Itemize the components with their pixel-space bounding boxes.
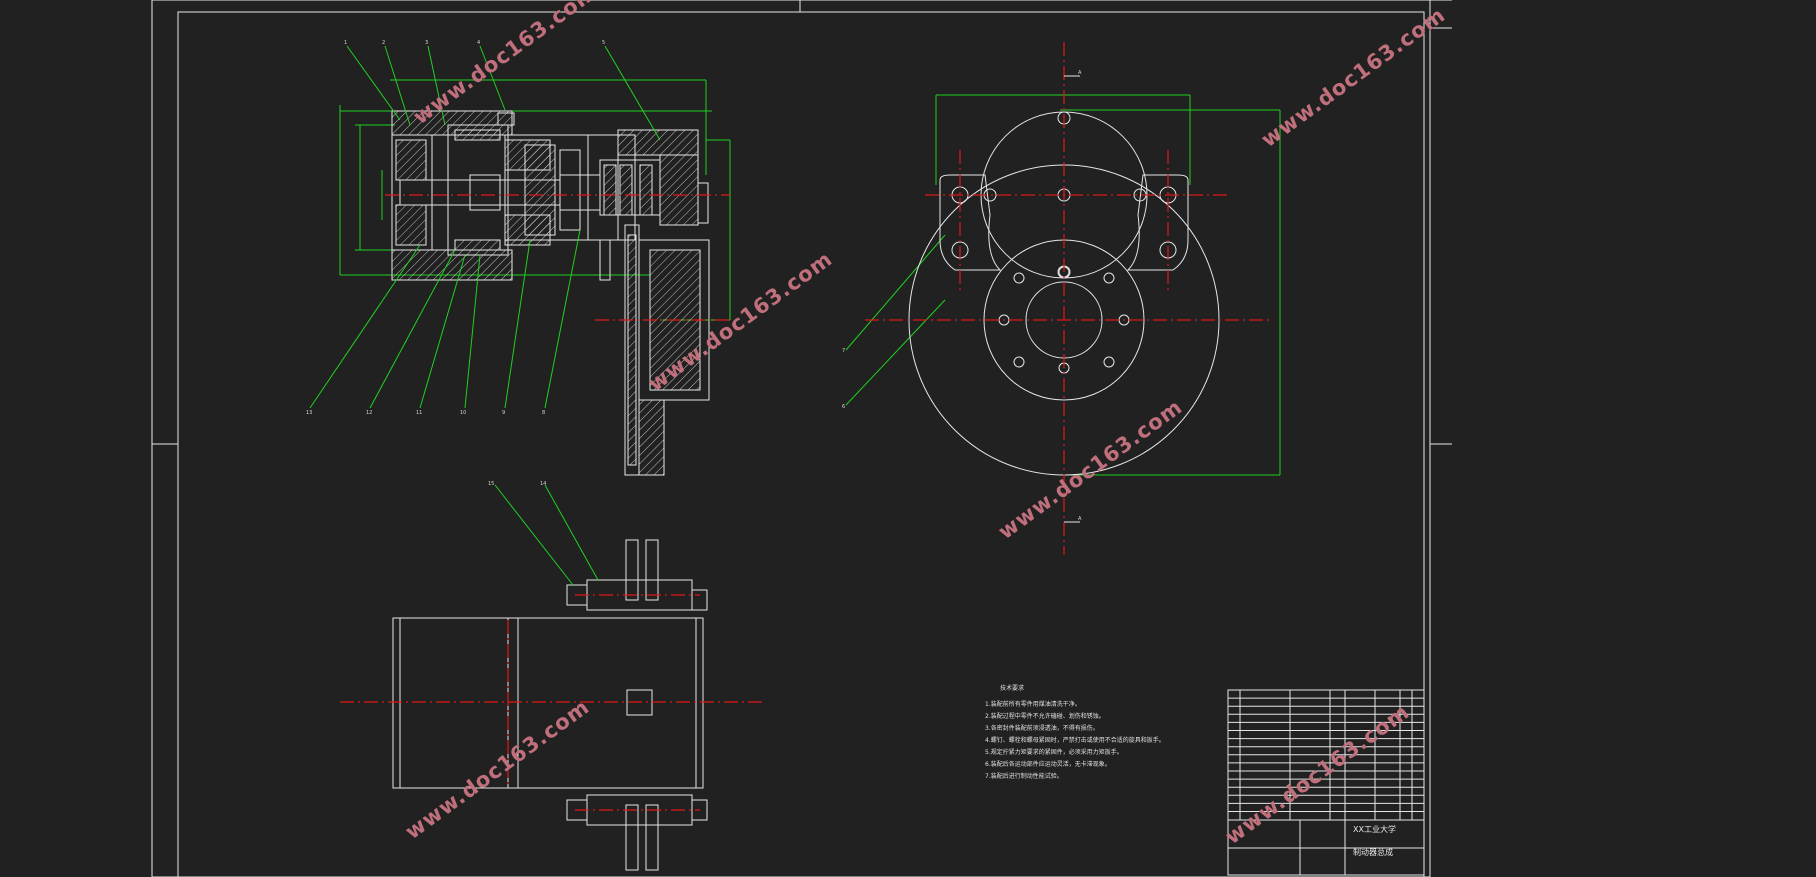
svg-text:2: 2 [382, 40, 385, 46]
svg-text:14: 14 [540, 481, 546, 487]
svg-text:8: 8 [542, 410, 545, 416]
title-block: XX工业大学 制动器总成 [1227, 689, 1425, 876]
side-view: 15 14 [340, 481, 765, 871]
tech-req-line: 4.螺钉、螺栓和螺母紧固时，严禁打击或使用不合适的旋具和扳手。 [985, 736, 1165, 744]
svg-text:A: A [1078, 516, 1082, 522]
front-view: 7 6 A A [842, 42, 1281, 555]
svg-text:4: 4 [477, 40, 480, 46]
svg-text:www.doc163.com: www.doc163.com [401, 695, 594, 845]
svg-text:A: A [1078, 70, 1082, 76]
svg-text:15: 15 [488, 481, 494, 487]
sheet-frame [151, 0, 1452, 877]
svg-text:12: 12 [366, 410, 372, 416]
svg-text:7: 7 [842, 348, 845, 354]
tech-req-heading: 技术要求 [1000, 684, 1024, 692]
svg-text:9: 9 [502, 410, 505, 416]
part-leaders: 1 2 3 4 5 13 12 11 10 9 8 [306, 40, 661, 416]
tech-req-line: 3.各密封件装配前须浸透油，不得有损伤。 [985, 724, 1099, 732]
tech-req-line: 6.装配后各运动部件应运动灵活，无卡滞现象。 [985, 760, 1111, 768]
tech-req-line: 7.装配后进行制动性能试验。 [985, 772, 1063, 780]
technical-requirements: 技术要求 1.装配前所有零件用煤油清洗干净。 2.装配过程中零件不允许磕碰、划伤… [985, 684, 1165, 780]
tech-req-line: 5.规定拧紧力矩要求的紧固件，必须采用力矩扳手。 [985, 748, 1123, 756]
watermarks: www.doc163.com www.doc163.com www.doc163… [401, 0, 1450, 849]
svg-text:3: 3 [425, 40, 428, 46]
svg-text:www.doc163.com: www.doc163.com [1257, 3, 1450, 153]
svg-text:6: 6 [842, 404, 845, 410]
svg-text:10: 10 [460, 410, 466, 416]
title-company: XX工业大学 [1353, 824, 1396, 834]
svg-text:13: 13 [306, 410, 312, 416]
svg-text:1: 1 [344, 40, 347, 46]
section-view: 1 2 3 4 5 13 12 11 10 9 8 [306, 40, 731, 476]
tech-req-line: 2.装配过程中零件不允许磕碰、划伤和锈蚀。 [985, 712, 1105, 720]
tech-req-line: 1.装配前所有零件用煤油清洗干净。 [985, 700, 1081, 708]
svg-text:11: 11 [416, 410, 422, 416]
title-drawing-name: 制动器总成 [1353, 847, 1393, 857]
svg-text:5: 5 [602, 40, 605, 46]
